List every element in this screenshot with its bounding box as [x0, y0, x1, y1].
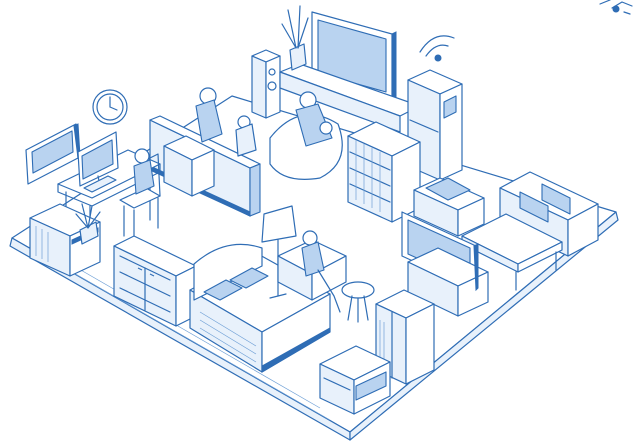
desk-chair	[119, 148, 161, 245]
family-beanbag	[195, 87, 343, 180]
refrigerator	[407, 69, 463, 181]
lounge-chair	[413, 177, 485, 237]
bookshelf	[347, 121, 421, 223]
plant-tall	[281, 5, 309, 71]
wall-monitor	[25, 123, 81, 185]
bed	[189, 243, 331, 373]
tv-back	[279, 11, 421, 133]
clock-icon	[92, 89, 128, 125]
armchair	[277, 230, 347, 313]
tv-front	[401, 211, 489, 317]
tv-cabinet	[163, 135, 215, 197]
side-cabinet	[29, 203, 101, 277]
house-corner-icon	[599, 0, 633, 15]
plant-small	[75, 203, 101, 245]
dresser	[113, 235, 197, 327]
coffee-table	[461, 213, 563, 291]
computer-desk	[57, 131, 161, 257]
tv-console	[319, 345, 391, 415]
round-side-table	[341, 281, 375, 323]
wifi-icon	[419, 35, 455, 62]
speaker-tower	[251, 49, 281, 119]
